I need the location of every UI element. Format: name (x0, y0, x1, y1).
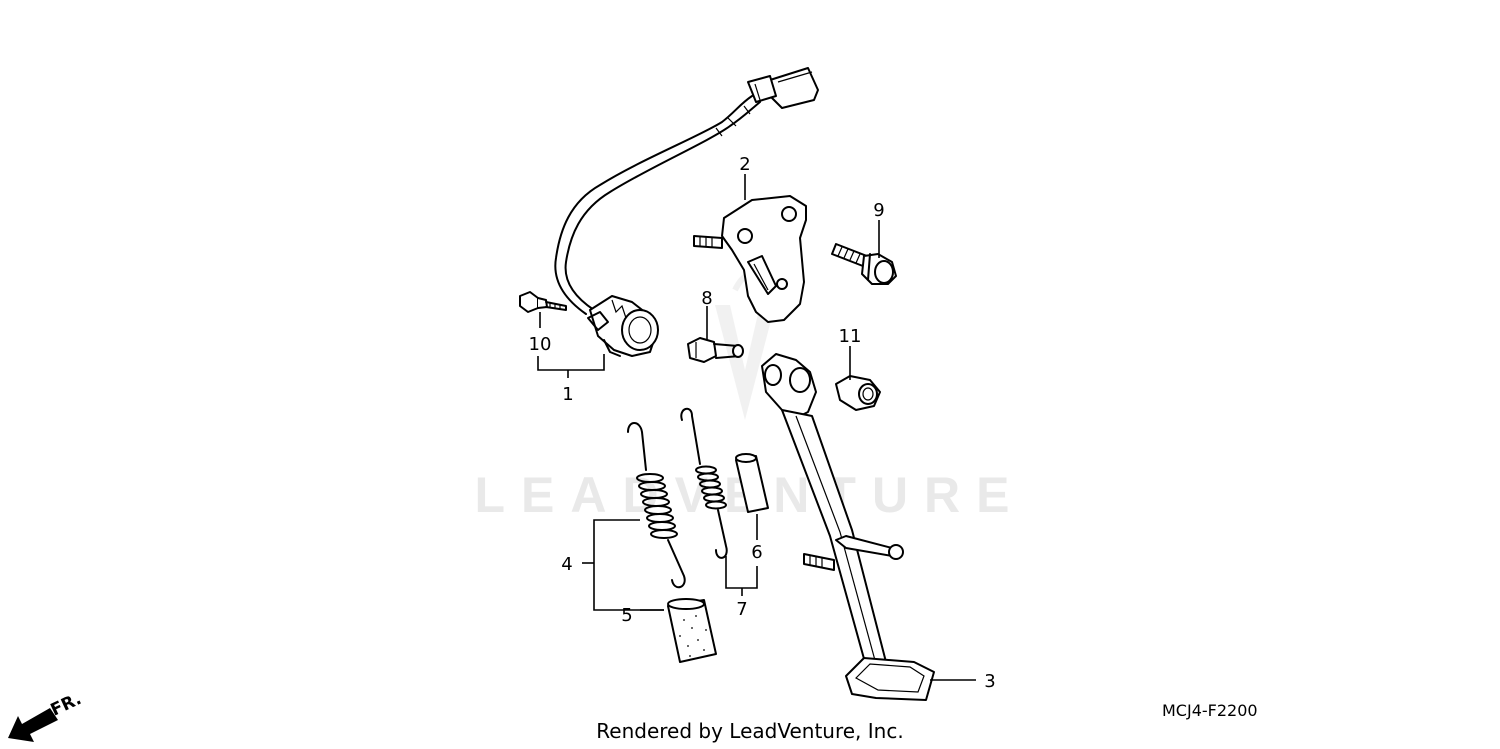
part-7-spring[interactable] (680, 407, 728, 559)
part-9-flange-bolt[interactable] (831, 243, 897, 285)
part-2-bracket[interactable] (693, 195, 807, 323)
part-1-sidestand-switch[interactable] (554, 67, 819, 357)
callout-7: 7 (736, 599, 747, 620)
callout-4: 4 (561, 554, 572, 575)
callouts: 1 2 3 4 5 6 7 8 9 10 11 (529, 154, 996, 692)
part-4-spring[interactable] (627, 422, 686, 589)
watermark: LEADVENTURE (474, 272, 1010, 523)
callout-9: 9 (873, 200, 884, 221)
callout-5: 5 (621, 605, 632, 626)
front-arrow-icon (8, 708, 58, 742)
callout-3: 3 (984, 671, 995, 692)
callout-8: 8 (701, 288, 712, 309)
callout-2: 2 (739, 154, 750, 175)
part-8-pivot-bolt[interactable] (687, 337, 744, 363)
diagram-code: MCJ4-F2200 (1162, 701, 1258, 720)
credit-text: Rendered by LeadVenture, Inc. (596, 719, 903, 743)
part-6-collar[interactable] (735, 453, 769, 513)
part-11-nut[interactable] (835, 375, 881, 411)
callout-6: 6 (751, 542, 762, 563)
part-10-bolt[interactable] (519, 291, 567, 313)
front-direction-marker: FR. (8, 689, 85, 742)
part-3-side-stand[interactable] (761, 353, 935, 701)
leader-lines (537, 174, 976, 681)
callout-1: 1 (562, 384, 573, 405)
part-5-collar[interactable] (667, 598, 717, 663)
callout-11: 11 (839, 326, 862, 347)
callout-10: 10 (529, 334, 552, 355)
front-label: FR. (48, 689, 85, 720)
